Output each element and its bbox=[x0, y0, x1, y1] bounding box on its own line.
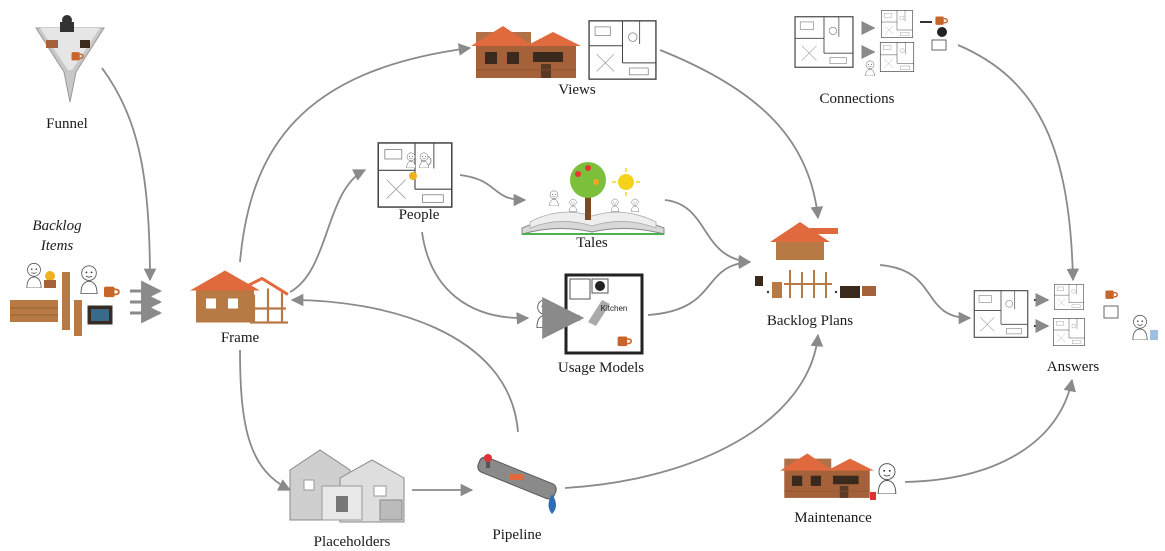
backlog-items-icon bbox=[10, 262, 120, 336]
tales-icon bbox=[521, 162, 665, 235]
arrow-frame-to-views bbox=[239, 43, 472, 263]
flow-arrows bbox=[101, 43, 1080, 497]
frame-icon bbox=[190, 268, 290, 324]
arrow-frame-to-placeholders bbox=[239, 349, 292, 491]
arrow-pipeline-to-frame bbox=[290, 293, 519, 433]
arrow-backlog-plans-to-answers bbox=[879, 264, 972, 325]
people-label: People bbox=[398, 207, 440, 223]
backlog-items-label: Backlog Items bbox=[32, 216, 81, 256]
connections-icon bbox=[794, 10, 948, 76]
funnel-label: Funnel bbox=[46, 116, 88, 132]
maintenance-label: Maintenance bbox=[794, 510, 872, 526]
arrow-tales-to-backlog-plans bbox=[664, 199, 752, 268]
backlog-plans-label: Backlog Plans bbox=[766, 313, 854, 329]
tales-label: Tales bbox=[576, 235, 608, 251]
arrow-connections-to-answers bbox=[957, 44, 1080, 282]
arrow-pipeline-to-backlog-plans bbox=[564, 333, 824, 489]
connections-label: Connections bbox=[819, 91, 895, 107]
pipeline-icon bbox=[477, 454, 557, 514]
usage-models-icon bbox=[536, 273, 644, 355]
arrow-funnel-to-frame bbox=[101, 67, 157, 282]
kitchen-label: Kitchen bbox=[600, 304, 628, 313]
backlog-items-to-frame-arrows bbox=[130, 280, 163, 324]
backlog-items-label-line2: Items bbox=[40, 238, 74, 254]
funnel-icon bbox=[35, 15, 105, 103]
views-label: Views bbox=[558, 82, 596, 98]
placeholders-label: Placeholders bbox=[313, 534, 391, 550]
placeholders-icon bbox=[289, 449, 405, 523]
backlog-plans-icon bbox=[755, 222, 876, 298]
arrow-people-to-tales bbox=[459, 174, 527, 207]
backlog-items-label-line1: Backlog bbox=[32, 218, 82, 234]
arrow-people-to-usage-models bbox=[421, 231, 530, 325]
answers-label: Answers bbox=[1046, 359, 1100, 375]
frame-label: Frame bbox=[220, 330, 260, 346]
usage-models-label: Usage Models bbox=[557, 360, 645, 376]
people-icon bbox=[377, 142, 453, 208]
pipeline-label: Pipeline bbox=[492, 527, 542, 543]
arrow-views-to-backlog-plans bbox=[659, 49, 824, 220]
arrow-usage-to-backlog-plans bbox=[647, 256, 752, 316]
arrow-frame-to-people bbox=[289, 169, 367, 293]
maintenance-icon bbox=[780, 453, 897, 500]
views-icon bbox=[470, 20, 657, 80]
arrow-maintenance-to-answers bbox=[904, 378, 1076, 483]
answers-icon bbox=[973, 284, 1158, 346]
